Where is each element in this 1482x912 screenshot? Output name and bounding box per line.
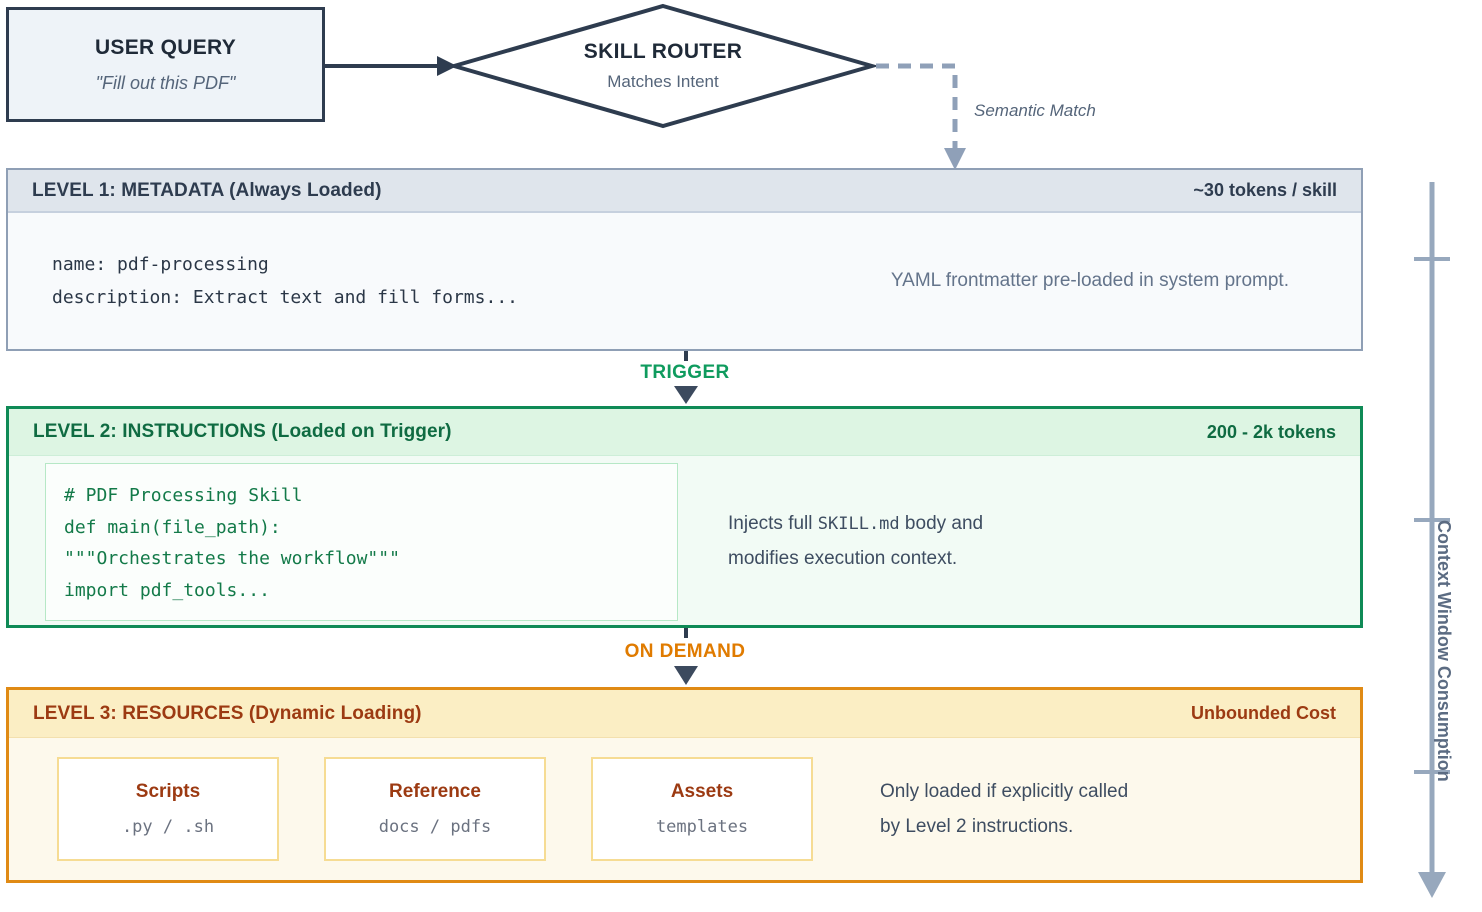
resource-card-subtitle: templates [655, 817, 749, 837]
level-2-code-block: # PDF Processing Skill def main(file_pat… [45, 463, 678, 621]
context-window-axis-label: Context Window Consumption [1434, 520, 1454, 782]
level-1-code-block: name: pdf-processing description: Extrac… [52, 253, 518, 308]
level-1-header: LEVEL 1: METADATA (Always Loaded) ~30 to… [8, 170, 1361, 213]
user-query-title: USER QUERY [94, 35, 237, 59]
user-query-box: USER QUERY "Fill out this PDF" [6, 7, 325, 122]
diamond-shape [450, 3, 876, 129]
level-1-metadata-box: LEVEL 1: METADATA (Always Loaded) ~30 to… [6, 168, 1363, 351]
level-3-note-line2: by Level 2 instructions. [880, 816, 1074, 837]
level-3-body: Scripts .py / .sh Reference docs / pdfs … [9, 738, 1360, 880]
on-demand-connector-label: ON DEMAND [624, 641, 746, 662]
level-2-instructions-box: LEVEL 2: INSTRUCTIONS (Loaded on Trigger… [6, 406, 1363, 628]
level-3-title: LEVEL 3: RESOURCES (Dynamic Loading) [33, 702, 422, 724]
user-query-subtitle: "Fill out this PDF" [95, 72, 236, 93]
level-2-title: LEVEL 2: INSTRUCTIONS (Loaded on Trigger… [33, 421, 452, 442]
level-2-header: LEVEL 2: INSTRUCTIONS (Loaded on Trigger… [9, 409, 1360, 456]
level-3-header: LEVEL 3: RESOURCES (Dynamic Loading) Unb… [9, 690, 1360, 738]
level-2-note-pre: Injects full [728, 512, 818, 534]
resource-card-assets[interactable]: Assets templates [591, 757, 813, 861]
skill-router-node: SKILL ROUTER Matches Intent [450, 2, 876, 130]
resource-card-title: Scripts [135, 781, 201, 802]
trigger-connector-label: TRIGGER [640, 362, 730, 383]
level-1-body: name: pdf-processing description: Extrac… [8, 213, 1361, 349]
level-1-note: YAML frontmatter pre-loaded in system pr… [890, 270, 1289, 291]
level-3-cost-badge: Unbounded Cost [1191, 703, 1336, 723]
semantic-match-label: Semantic Match [974, 101, 1096, 120]
level-3-resources-box: LEVEL 3: RESOURCES (Dynamic Loading) Unb… [6, 687, 1363, 883]
resource-card-title: Assets [670, 781, 734, 802]
level-3-note: Only loaded if explicitly called by Leve… [880, 774, 1128, 844]
level-3-note-line1: Only loaded if explicitly called [880, 780, 1129, 802]
resource-card-reference[interactable]: Reference docs / pdfs [324, 757, 546, 861]
level-2-note-line2: modifies execution context. [728, 548, 958, 569]
level-1-title: LEVEL 1: METADATA (Always Loaded) [32, 179, 382, 201]
level-2-body: # PDF Processing Skill def main(file_pat… [9, 456, 1360, 626]
resource-card-scripts[interactable]: Scripts .py / .sh [57, 757, 279, 861]
level-2-note: Injects full SKILL.md body and modifies … [728, 506, 983, 576]
resource-card-subtitle: .py / .sh [121, 817, 215, 837]
resource-card-title: Reference [389, 781, 481, 802]
level-2-note-filename: SKILL.md [817, 513, 900, 534]
level-2-note-post: body and [899, 512, 984, 534]
level-2-cost-badge: 200 - 2k tokens [1206, 421, 1336, 442]
resource-card-subtitle: docs / pdfs [378, 817, 492, 837]
level-1-cost-badge: ~30 tokens / skill [1193, 180, 1337, 200]
